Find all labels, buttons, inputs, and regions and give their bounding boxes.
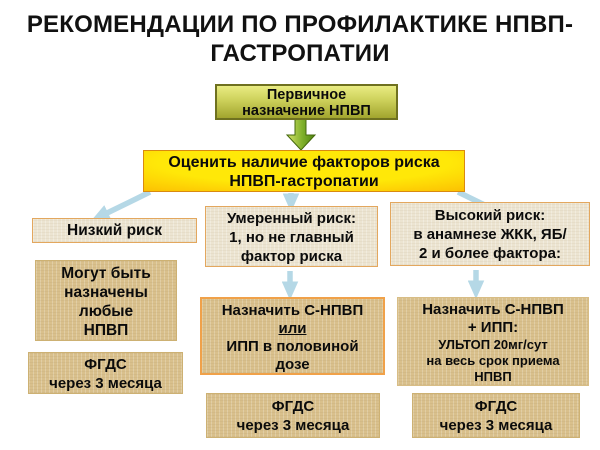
page-title-line-2: ГАСТРОПАТИИ (210, 40, 390, 67)
assess-risk-box: Оценить наличие факторов риска НПВП-гаст… (143, 150, 465, 192)
low-action-line: назначены (64, 284, 148, 301)
moderate-action-line: дозе (275, 356, 310, 373)
moderate-followup-line: ФГДС (271, 398, 315, 415)
low-action-line: Могут быть (61, 265, 151, 282)
high-risk-line: Высокий риск: (434, 207, 546, 224)
low-action-line: НПВП (83, 322, 129, 339)
low-risk-action-box: Могут быть назначены любые НПВП (35, 260, 177, 341)
start-box-line: Первичное (266, 87, 347, 103)
high-followup-line: ФГДС (474, 398, 518, 415)
moderate-action-line: ИПП в половиной (226, 338, 359, 355)
high-action-line: НПВП (474, 369, 512, 384)
start-box-line: назначение НПВП (242, 103, 371, 119)
high-risk-line: в анамнезе ЖКК, ЯБ/ (413, 226, 567, 243)
moderate-risk-line: фактор риска (240, 248, 343, 265)
low-followup-line: ФГДС (84, 356, 127, 373)
high-action-line: на весь срок приема (426, 353, 560, 368)
high-risk-box: Высокий риск: в анамнезе ЖКК, ЯБ/ 2 и бо… (390, 202, 590, 266)
moderate-followup-box: ФГДС через 3 месяца (206, 393, 380, 438)
high-followup-box: ФГДС через 3 месяца (412, 393, 580, 438)
moderate-action-line: или (278, 320, 307, 337)
high-action-line: УЛЬТОП 20мг/сут (438, 337, 548, 352)
moderate-followup-line: через 3 месяца (236, 417, 350, 434)
high-followup-line: через 3 месяца (439, 417, 553, 434)
moderate-risk-action-box: Назначить С-НПВП или ИПП в половиной доз… (200, 297, 385, 375)
page-title-line-1: РЕКОМЕНДАЦИИ ПО ПРОФИЛАКТИКЕ НПВП- (26, 11, 574, 38)
low-followup-box: ФГДС через 3 месяца (28, 352, 183, 394)
low-risk-line: Низкий риск (67, 222, 162, 239)
moderate-action-line: Назначить С-НПВП (221, 302, 364, 319)
moderate-risk-line: Умеренный риск: (226, 210, 357, 227)
high-action-line: + ИПП: (467, 319, 519, 336)
blue-arrow-left-icon (91, 189, 152, 221)
page-title: РЕКОМЕНДАЦИИ ПО ПРОФИЛАКТИКЕ НПВП- ГАСТР… (0, 10, 600, 68)
moderate-risk-line: 1, но не главный (229, 229, 354, 246)
high-risk-action-box: Назначить С-НПВП + ИПП: УЛЬТОП 20мг/сут … (397, 297, 589, 386)
moderate-risk-box: Умеренный риск: 1, но не главный фактор … (205, 206, 378, 267)
assess-risk-line: Оценить наличие факторов риска (168, 154, 440, 171)
assess-risk-line: НПВП-гастропатии (229, 173, 379, 190)
high-risk-line: 2 и более фактора: (419, 245, 561, 262)
start-box: Первичное назначение НПВП (215, 84, 398, 120)
green-down-arrow-icon (285, 118, 317, 151)
low-risk-box: Низкий риск (32, 218, 197, 243)
low-followup-line: через 3 месяца (49, 375, 162, 392)
high-action-line: Назначить С-НПВП (422, 301, 564, 318)
low-action-line: любые (78, 303, 134, 320)
